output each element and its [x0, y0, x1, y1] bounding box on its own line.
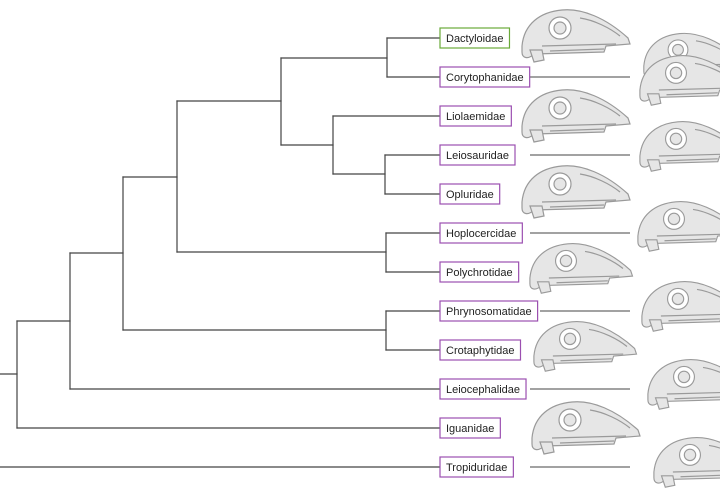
taxon-box [439, 66, 531, 88]
taxon-label-corytophanidae: Corytophanidae [439, 66, 531, 88]
lizard-skull-icon [531, 401, 641, 455]
taxon-label-opluridae: Opluridae [439, 183, 501, 205]
taxon-box [439, 222, 523, 244]
taxon-label-tropiduridae: Tropiduridae [439, 456, 514, 478]
taxon-label-leiocephalidae: Leiocephalidae [439, 378, 527, 400]
skull-images [521, 9, 720, 488]
lizard-skull-icon [639, 120, 720, 172]
taxon-name: Opluridae [446, 189, 494, 201]
taxon-name: Iguanidae [446, 423, 494, 435]
taxon-label-dactyloidae: Dactyloidae [439, 27, 511, 49]
taxon-name: Liolaemidae [446, 111, 505, 123]
taxon-box [439, 27, 511, 49]
taxon-box [439, 183, 501, 205]
taxon-box [439, 339, 522, 361]
taxon-name: Crotaphytidae [446, 345, 515, 357]
lizard-skull-icon [521, 89, 631, 143]
taxon-label-hoplocercidae: Hoplocercidae [439, 222, 523, 244]
taxon-label-leiosauridae: Leiosauridae [439, 144, 516, 166]
taxon-name: Leiocephalidae [446, 384, 520, 396]
lizard-skull-icon [641, 280, 720, 332]
taxon-box [439, 417, 501, 439]
taxon-name: Tropiduridae [446, 462, 507, 474]
taxon-name: Dactyloidae [446, 33, 503, 45]
taxon-box [439, 261, 520, 283]
taxon-name: Corytophanidae [446, 72, 524, 84]
lizard-skull-icon [647, 358, 720, 410]
taxon-box [439, 456, 514, 478]
lizard-skull-icon [533, 320, 638, 372]
taxon-name: Hoplocercidae [446, 228, 516, 240]
taxon-label-phrynosomatidae: Phrynosomatidae [439, 300, 539, 322]
taxon-labels: DactyloidaeCorytophanidaeLiolaemidaeLeio… [439, 27, 539, 478]
tree-branches [0, 37, 630, 468]
taxon-name: Polychrotidae [446, 267, 513, 279]
taxon-label-crotaphytidae: Crotaphytidae [439, 339, 522, 361]
taxon-name: Leiosauridae [446, 150, 509, 162]
taxon-box [439, 300, 539, 322]
taxon-label-polychrotidae: Polychrotidae [439, 261, 520, 283]
lizard-skull-icon [637, 200, 720, 252]
lizard-skull-icon [521, 9, 631, 63]
taxon-name: Phrynosomatidae [446, 306, 532, 318]
taxon-box [439, 105, 512, 127]
lizard-skull-icon [653, 436, 720, 488]
lizard-skull-icon [521, 165, 631, 219]
taxon-box [439, 144, 516, 166]
taxon-label-liolaemidae: Liolaemidae [439, 105, 512, 127]
taxon-box [439, 378, 527, 400]
taxon-label-iguanidae: Iguanidae [439, 417, 501, 439]
lizard-skull-icon [529, 242, 634, 294]
